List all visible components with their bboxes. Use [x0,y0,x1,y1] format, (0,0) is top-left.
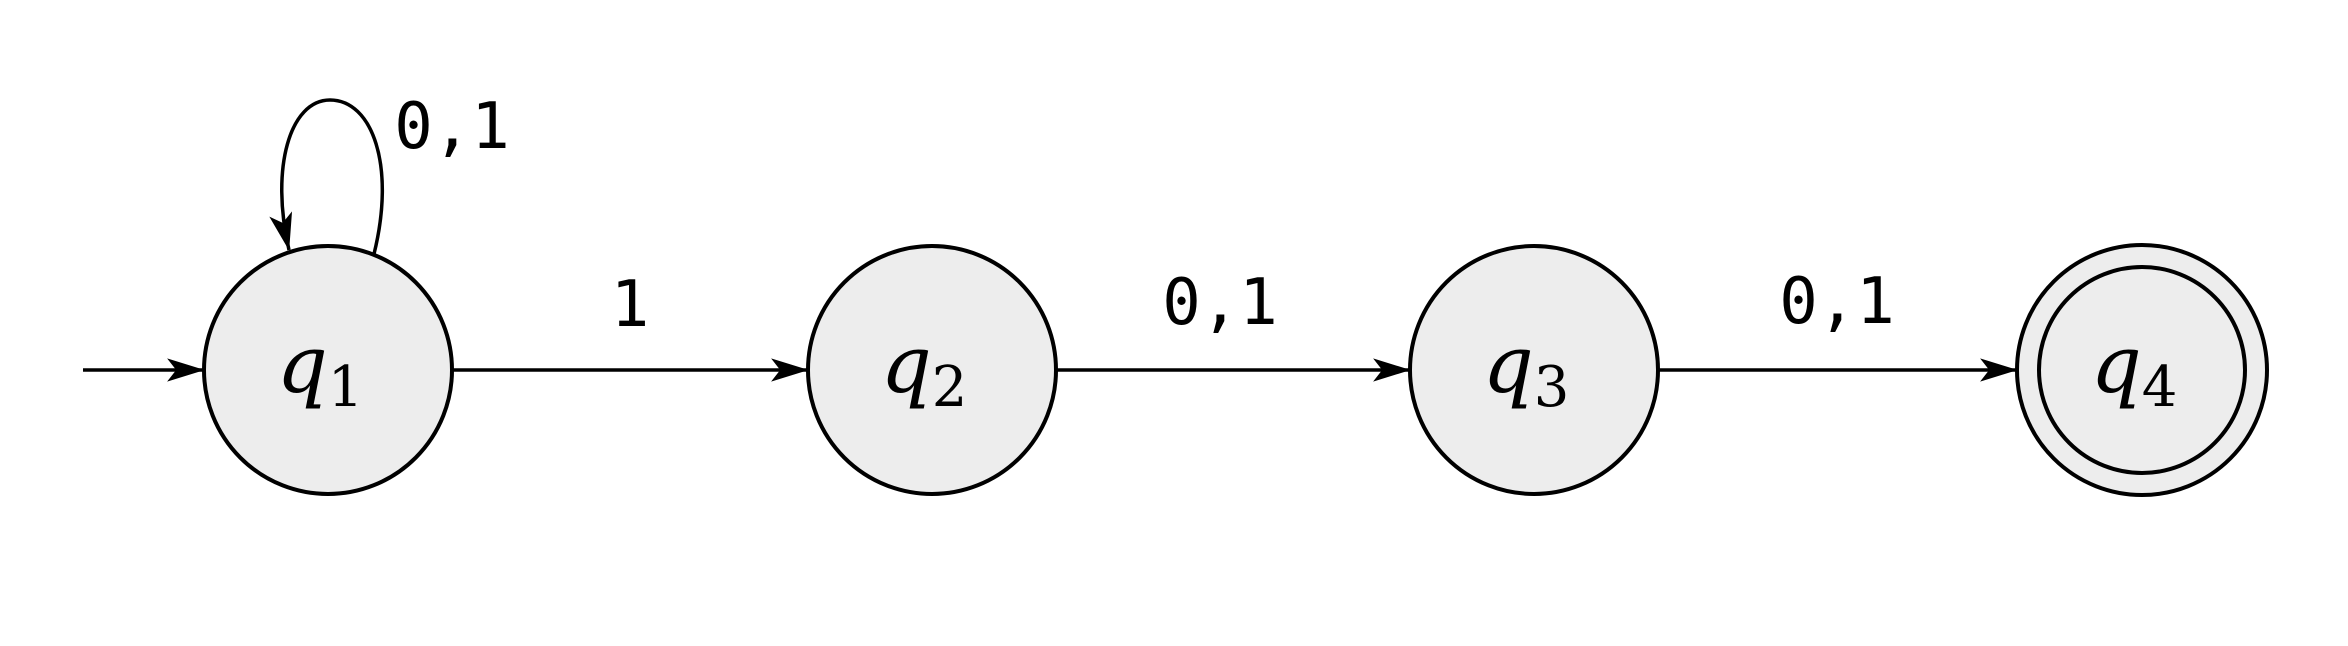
transition-label-q2-q3: 0,1 [1162,266,1278,340]
labels-layer: 0,1 1 0,1 0,1 [394,90,1895,342]
transition-label-q3-q4: 0,1 [1779,265,1895,339]
transition-label-q1-q1: 0,1 [394,90,510,164]
state-label-q3: q3 [1483,318,1570,420]
state-inner-circle-q4 [2037,265,2247,475]
state-circle-q1 [202,244,454,496]
states-layer: q1 q2 q3 q4 [202,243,2269,497]
state-label-q4: q4 [2091,318,2178,420]
state-circle-q2 [806,244,1058,496]
state-label-q2: q2 [881,318,968,420]
state-circle-q4 [2015,243,2269,497]
transition-q1-q1 [269,98,385,255]
state-label-q1: q1 [277,318,364,420]
transition-label-q1-q2: 1 [611,268,650,342]
edges-layer [83,98,2018,382]
state-circle-q3 [1408,244,1660,496]
